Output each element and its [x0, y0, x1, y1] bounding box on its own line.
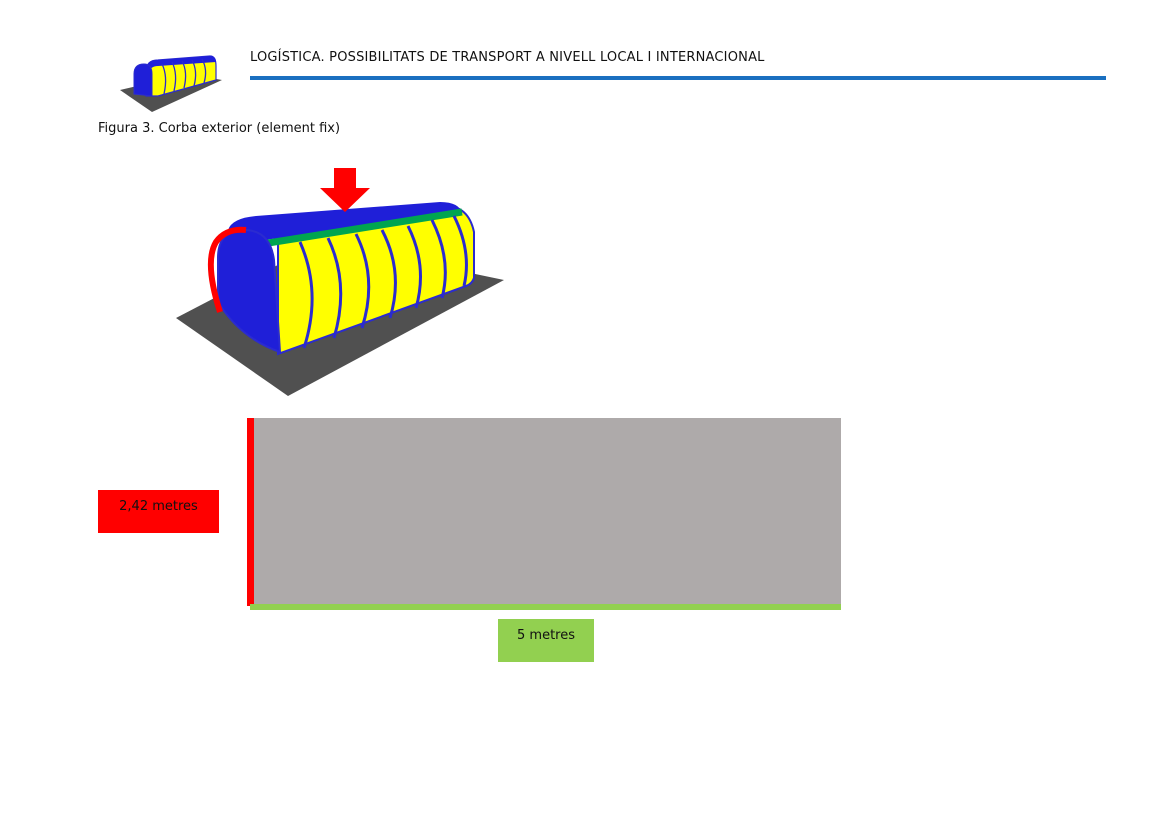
tunnel-rib	[354, 233, 371, 329]
ridge-line	[261, 208, 463, 248]
tunnel-structure-illustration	[170, 162, 510, 402]
tunnel-rib	[298, 241, 314, 349]
header-rule	[250, 76, 1106, 80]
outer-curve-highlight	[207, 226, 247, 313]
tunnel-rib	[430, 219, 447, 299]
tunnel-logo-icon	[118, 50, 228, 120]
down-arrow-icon	[320, 168, 370, 212]
document-header-title: LOGÍSTICA. POSSIBILITATS DE TRANSPORT A …	[250, 50, 765, 65]
width-label: 5 metres	[517, 628, 575, 643]
tunnel-rib	[406, 225, 422, 309]
width-dimension-line	[250, 604, 841, 610]
outer-curve-panel	[254, 418, 841, 606]
width-label-box: 5 metres	[498, 619, 594, 662]
tunnel-rib	[326, 237, 343, 339]
tunnel-rib	[452, 215, 468, 287]
height-dimension-line	[247, 418, 254, 606]
tunnel-roof	[228, 202, 462, 248]
height-label-box: 2,42 metres	[98, 490, 219, 533]
tunnel-rib	[380, 229, 397, 319]
height-label: 2,42 metres	[119, 499, 198, 514]
figure-caption: Figura 3. Corba exterior (element fix)	[98, 121, 341, 136]
